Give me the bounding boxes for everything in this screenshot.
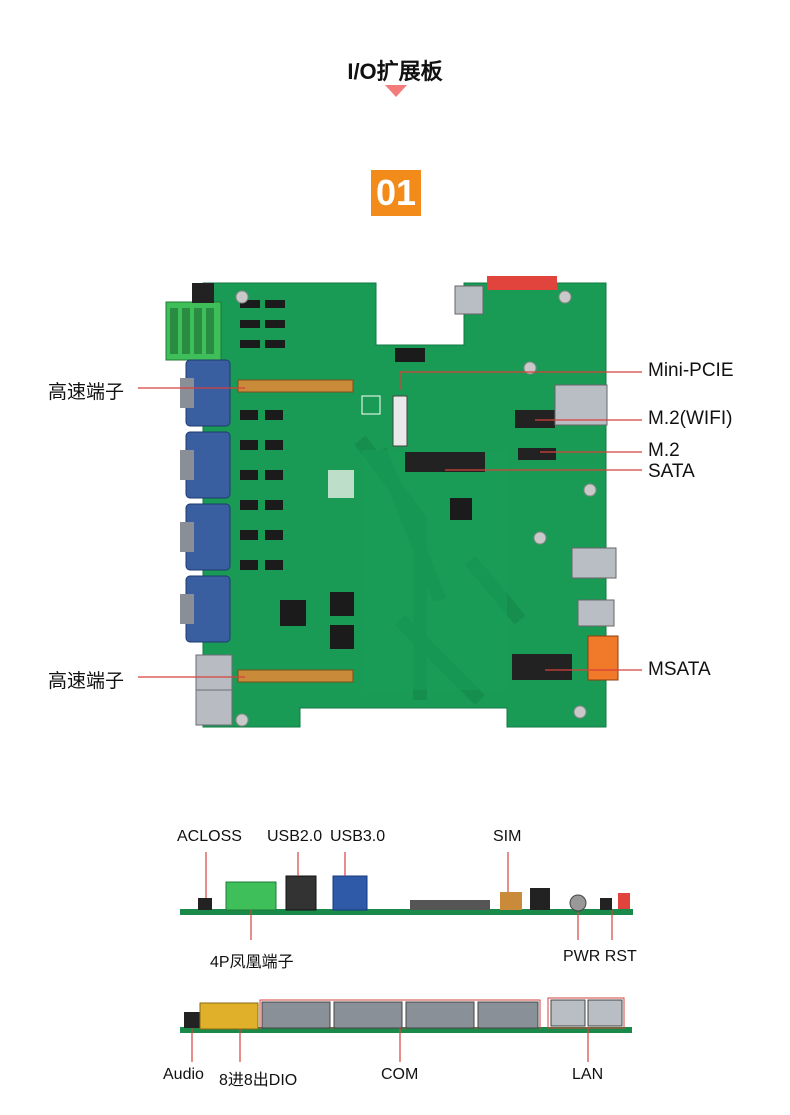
- m2-label: M.2: [648, 440, 680, 461]
- side-view-1: [180, 875, 633, 915]
- usb3-label: USB3.0: [330, 828, 386, 845]
- usb2-label: USB2.0: [267, 828, 323, 845]
- sata-label: SATA: [648, 461, 695, 482]
- sim-label: SIM: [493, 828, 522, 845]
- title-arrow-icon: [385, 85, 407, 97]
- msata-label: MSATA: [648, 659, 711, 680]
- pcb-board: [165, 276, 619, 728]
- pwr-rst-label: PWR RST: [563, 948, 637, 965]
- dio-label: 8进8出DIO: [219, 1072, 298, 1089]
- page-title: I/O扩展板: [347, 59, 443, 84]
- m2-wifi-label: M.2(WIFI): [648, 408, 733, 429]
- acloss-label: ACLOSS: [177, 828, 242, 845]
- phoenix-terminal-label: 4P凤凰端子: [210, 954, 294, 971]
- leader-lines: [138, 371, 642, 678]
- high-speed-connector-top-label: 高速端子: [48, 382, 125, 403]
- section-number-badge: 01: [371, 170, 421, 216]
- lan-label: LAN: [572, 1066, 604, 1083]
- high-speed-connector-bottom-label: 高速端子: [48, 671, 125, 692]
- side-view-2: [180, 997, 632, 1033]
- mini-pcie-label: Mini-PCIE: [648, 360, 734, 381]
- com-label: COM: [381, 1066, 419, 1083]
- audio-label: Audio: [163, 1066, 204, 1083]
